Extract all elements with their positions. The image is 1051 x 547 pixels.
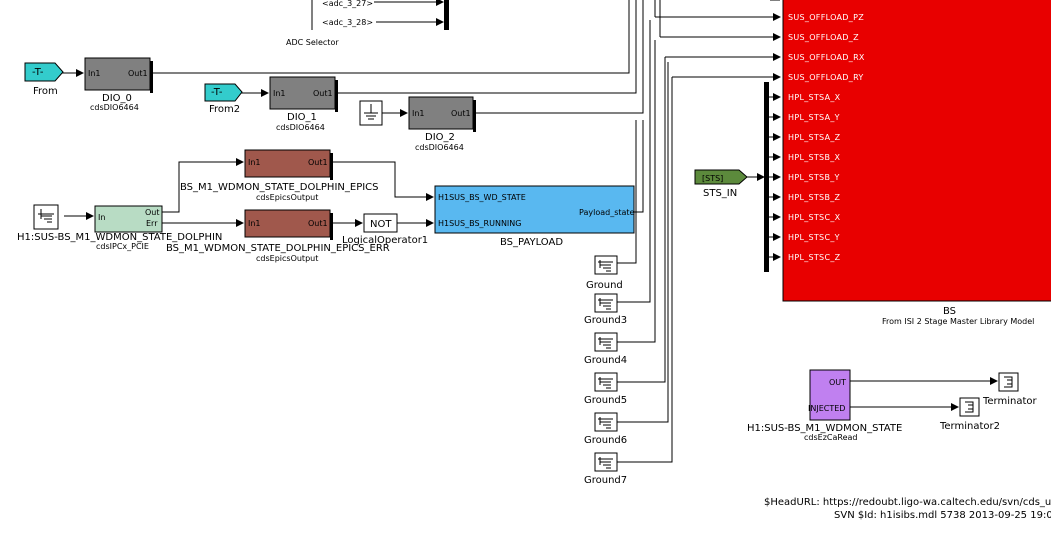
bs-port-stsa-y: HPL_STSA_Y — [788, 113, 840, 122]
bs-port-offload-ry: SUS_OFFLOAD_RY — [788, 73, 864, 82]
ground-column: Ground Ground3 Ground4 Ground5 Ground6 G… — [584, 255, 627, 486]
dio2-out: Out1 — [451, 109, 471, 118]
ground-6[interactable]: Ground6 — [584, 412, 627, 446]
bs-name: BS — [943, 306, 956, 317]
epics1-block[interactable]: In1 Out1 BS_M1_WDMON_STATE_DOLPHIN_EPICS… — [180, 149, 379, 202]
dio0-type: cdsDIO6464 — [90, 103, 139, 112]
adc-selector[interactable]: <adc_3_27> <adc_3_28> ADC Selector — [286, 0, 449, 47]
dio1-type: cdsDIO6464 — [276, 123, 325, 132]
bs-port-offload-pz: SUS_OFFLOAD_PZ — [788, 13, 864, 22]
terminator-1-label: Terminator — [982, 396, 1038, 407]
dio0-name: DIO_0 — [102, 93, 132, 104]
adc-selector-label: ADC Selector — [286, 38, 339, 47]
payload-out: Payload_state — [579, 208, 635, 217]
dio2-name: DIO_2 — [425, 132, 455, 143]
from-label: From — [33, 86, 58, 97]
ground-7-label: Ground7 — [584, 475, 627, 486]
epics2-in: In1 — [248, 219, 261, 228]
ground-3-label: Ground3 — [584, 315, 627, 326]
wires — [62, 0, 998, 463]
epics2-type: cdsEpicsOutput — [256, 254, 318, 263]
bs-subtitle: From ISI 2 Stage Master Library Model — [882, 317, 1034, 326]
terminator-1[interactable]: Terminator — [982, 372, 1038, 407]
dio0-in: In1 — [88, 69, 101, 78]
ezcaread-injected: INJECTED — [808, 404, 845, 413]
ground-7[interactable]: Ground7 — [584, 452, 627, 486]
bs-port-stsb-x: HPL_STSB_X — [788, 153, 841, 162]
adc-port-2: <adc_3_28> — [322, 18, 373, 27]
epics2-block[interactable]: In1 Out1 BS_M1_WDMON_STATE_DOLPHIN_EPICS… — [166, 209, 390, 263]
footer-headurl: $HeadURL: https://redoubt.ligo-wa.caltec… — [764, 497, 1051, 508]
hpl-bus — [764, 82, 781, 272]
ipc-err: Err — [146, 219, 158, 228]
dio1-in: In1 — [273, 89, 286, 98]
ground-6-label: Ground6 — [584, 435, 627, 446]
sts-from-tag[interactable]: [STS] STS_IN — [694, 169, 748, 199]
terminator-2-label: Terminator2 — [939, 421, 1000, 432]
ground-5[interactable]: Ground5 — [584, 372, 627, 406]
epics1-in: In1 — [248, 158, 261, 167]
from2-label: From2 — [209, 104, 240, 115]
ezcaread-block[interactable]: OUT INJECTED H1:SUS-BS_M1_WDMON_STATE cd… — [747, 369, 902, 442]
epics1-name: BS_M1_WDMON_STATE_DOLPHIN_EPICS — [180, 182, 379, 193]
bs-port-stsa-z: HPL_STSA_Z — [788, 133, 841, 142]
from-tag-text: -T- — [32, 67, 44, 78]
ezcaread-name: H1:SUS-BS_M1_WDMON_STATE — [747, 423, 902, 434]
epics1-type: cdsEpicsOutput — [256, 193, 318, 202]
logical-operator[interactable]: NOT LogicalOperator1 — [342, 213, 428, 246]
dio0-block[interactable]: In1 Out1 DIO_0 cdsDIO6464 — [84, 57, 153, 112]
ipc-in: In — [98, 213, 105, 222]
bs-port-stsc-x: HPL_STSC_X — [788, 213, 841, 222]
bs-port-offload-z: SUS_OFFLOAD_Z — [788, 33, 859, 42]
dio0-out: Out1 — [128, 69, 148, 78]
dio1-block[interactable]: In1 Out1 DIO_1 cdsDIO6464 — [269, 76, 338, 132]
logical-operator-label: LogicalOperator1 — [342, 235, 428, 246]
payload-in-1: H1SUS_BS_WD_STATE — [438, 193, 526, 202]
ground-3[interactable]: Ground3 — [584, 293, 627, 326]
bs-port-stsb-y: HPL_STSB_Y — [788, 173, 840, 182]
ipc-name: H1:SUS-BS_M1_WDMON_STATE_DOLPHIN — [17, 232, 222, 243]
bs-port-stsc-z: HPL_STSC_Z — [788, 253, 841, 262]
ground-ipc[interactable] — [33, 204, 59, 230]
ezcaread-type: cdsEzCaRead — [804, 433, 858, 442]
ezcaread-out: OUT — [829, 378, 846, 387]
not-text: NOT — [370, 219, 392, 230]
bs-port-stsa-x: HPL_STSA_X — [788, 93, 841, 102]
from2-tag-text: -T- — [211, 87, 223, 98]
bs-port-stsc-y: HPL_STSC_Y — [788, 233, 840, 242]
ground-1[interactable]: Ground — [586, 255, 623, 291]
ipc-type: cdsIPCx_PCIE — [96, 242, 149, 251]
dio2-in: In1 — [412, 109, 425, 118]
from2-tag[interactable]: -T- From2 — [204, 83, 243, 115]
epics1-out: Out1 — [308, 158, 328, 167]
bs-port-offload-rx: SUS_OFFLOAD_RX — [788, 53, 865, 62]
epics2-out: Out1 — [308, 219, 328, 228]
footer: $HeadURL: https://redoubt.ligo-wa.caltec… — [764, 497, 1051, 521]
from-tag[interactable]: -T- From — [24, 62, 64, 97]
epics2-name: BS_M1_WDMON_STATE_DOLPHIN_EPICS_ERR — [166, 243, 390, 254]
payload-in-2: H1SUS_BS_RUNNING — [438, 219, 521, 228]
ipc-block[interactable]: In Out Err H1:SUS-BS_M1_WDMON_STATE_DOLP… — [17, 205, 222, 251]
ipc-out: Out — [145, 208, 160, 217]
ground-1-label: Ground — [586, 280, 623, 291]
dio2-block[interactable]: In1 Out1 DIO_2 cdsDIO6464 — [408, 96, 476, 152]
ground-dio2[interactable] — [359, 100, 383, 126]
sts-label: STS_IN — [703, 188, 737, 199]
adc-port-1: <adc_3_27> — [322, 0, 373, 8]
sts-tag-text: [STS] — [702, 174, 723, 183]
footer-svnid: SVN $Id: h1isibs.mdl 5738 2013-09-25 19:… — [834, 510, 1051, 521]
ground-4[interactable]: Ground4 — [584, 332, 627, 366]
bs-payload-block[interactable]: H1SUS_BS_WD_STATE H1SUS_BS_RUNNING Paylo… — [434, 185, 635, 248]
terminator-2[interactable]: Terminator2 — [939, 397, 1000, 432]
bs-block[interactable]: SUS_OFFLOAD_PZ SUS_OFFLOAD_Z SUS_OFFLOAD… — [782, 0, 1051, 326]
payload-name: BS_PAYLOAD — [500, 237, 563, 248]
dio2-type: cdsDIO6464 — [415, 143, 464, 152]
dio1-name: DIO_1 — [287, 112, 317, 123]
ground-4-label: Ground4 — [584, 355, 627, 366]
dio1-out: Out1 — [313, 89, 333, 98]
adc-bus-bar — [444, 0, 449, 30]
ground-5-label: Ground5 — [584, 395, 627, 406]
bs-port-stsb-z: HPL_STSB_Z — [788, 193, 841, 202]
